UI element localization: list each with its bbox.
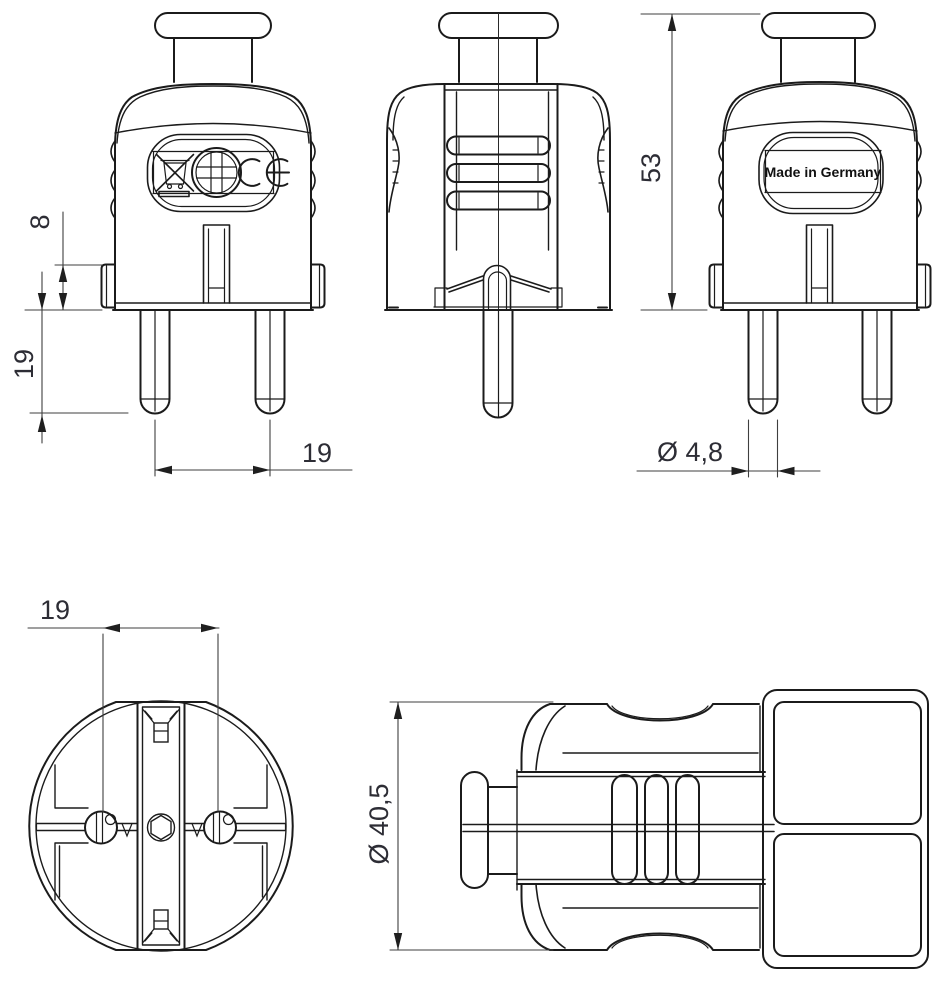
- phillips-screw-icon: [191, 147, 242, 198]
- dimension-pin-length: 19: [9, 271, 129, 444]
- pin-left-front: [139, 309, 171, 415]
- label-oval-front: [146, 133, 281, 213]
- dim-pin-spacing-front-label: 19: [302, 438, 332, 468]
- dim-pin-spacing-bottom-label: 19: [40, 595, 70, 625]
- earth-slot-left: [54, 764, 89, 901]
- view-side: [384, 12, 613, 419]
- dim-body-diameter-label: Ø 40,5: [364, 783, 394, 864]
- flange-left-rear: [708, 263, 724, 309]
- side-ribs-rear: [718, 140, 922, 219]
- pin-right-front: [254, 309, 286, 415]
- pin-hole-left: [84, 810, 118, 845]
- dimension-flange-height: 8: [25, 211, 103, 311]
- dimension-body-diameter: Ø 40,5: [364, 701, 554, 951]
- grip-slots-profile: [611, 774, 700, 885]
- dimension-pin-diameter: Ø 4,8: [636, 419, 821, 478]
- dimension-pin-spacing-front: 19: [154, 419, 353, 477]
- view-profile: [460, 689, 929, 969]
- handle-front: [154, 12, 272, 39]
- made-in-germany-label: Made in Germany: [765, 164, 882, 180]
- body-outline-front: [114, 83, 312, 311]
- side-ribs-front: [110, 140, 316, 219]
- pin-right-rear: [861, 309, 893, 415]
- view-rear: Made in Germany: [708, 12, 932, 415]
- flange-left-front: [100, 263, 116, 309]
- flange-right-rear: [916, 263, 932, 309]
- grip-slots-side: [446, 135, 551, 211]
- view-bottom: [28, 700, 294, 952]
- shell-split-profile: [462, 823, 775, 833]
- earth-slot-right: [233, 764, 268, 901]
- pin-side: [482, 309, 514, 419]
- pin-hole-right: [203, 810, 237, 845]
- inner-circle: [35, 700, 287, 952]
- body-outline-side: [386, 83, 611, 311]
- cable-housing-block: [762, 689, 929, 969]
- view-front: [100, 12, 326, 415]
- dimension-overall-height: 53: [636, 13, 761, 311]
- body-bottom-profile: [549, 932, 760, 951]
- dim-pin-length-label: 19: [9, 349, 39, 379]
- ce-mark-icon: [237, 158, 290, 187]
- body-outline-rear: [722, 81, 918, 311]
- weee-crossed-bin-icon: [155, 153, 195, 198]
- body-top-profile: [549, 703, 760, 722]
- outer-circle: [28, 701, 294, 951]
- dim-pin-diameter-label: Ø 4,8: [657, 437, 723, 467]
- dim-flange-height-label: 8: [25, 214, 55, 229]
- dim-overall-height-label: 53: [636, 153, 666, 183]
- label-oval-rear: [758, 131, 884, 215]
- pin-left-rear: [747, 309, 779, 415]
- split-line: [36, 822, 286, 832]
- handle-neck-front: [173, 37, 253, 83]
- handle-rear: [761, 12, 876, 39]
- centre-channel: [136, 701, 186, 951]
- dimension-pin-spacing-bottom: 19: [27, 595, 220, 813]
- handle-profile: [460, 771, 489, 889]
- front-dome-profile: [520, 703, 551, 951]
- hex-screw-boss: [146, 813, 176, 842]
- flange-right-front: [310, 263, 326, 309]
